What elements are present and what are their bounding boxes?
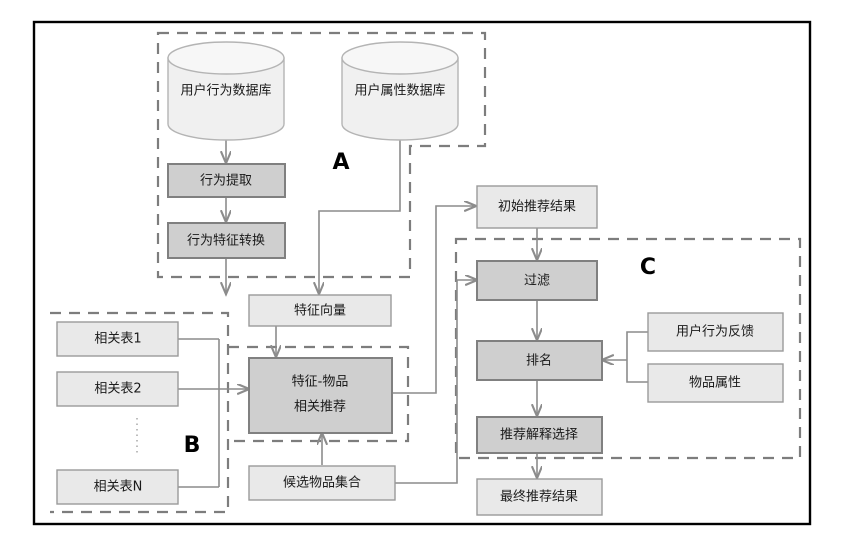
node-final-recommendation-result-label: 最终推荐结果 bbox=[500, 489, 578, 505]
database-user-behavior-label: 用户行为数据库 bbox=[180, 83, 271, 99]
connector-attribute-db-to-feature-vector bbox=[319, 137, 401, 294]
node-item-attribute[interactable]: 物品属性 bbox=[647, 363, 784, 403]
node-item-attribute-label: 物品属性 bbox=[689, 376, 741, 391]
group-b-boundary bbox=[50, 311, 230, 514]
connector-feedback-bus bbox=[626, 331, 648, 360]
group-a-tag: A bbox=[332, 150, 349, 175]
node-related-table-2[interactable]: 相关表2 bbox=[56, 371, 179, 407]
node-ranking[interactable]: 排名 bbox=[476, 340, 603, 381]
database-user-attribute-label: 用户属性数据库 bbox=[354, 83, 445, 99]
connector-item-attribute-bus bbox=[626, 360, 648, 383]
node-feature-item-recommendation-label-line1: 特征-物品 bbox=[292, 375, 349, 390]
node-recommendation-explanation-selection-label: 推荐解释选择 bbox=[500, 428, 578, 443]
node-related-table-1[interactable]: 相关表1 bbox=[56, 321, 179, 357]
node-related-table-n-label: 相关表N bbox=[94, 480, 143, 495]
connector-candidate-to-filter bbox=[395, 280, 477, 484]
database-user-attribute: 用户属性数据库 bbox=[341, 41, 459, 141]
outer-frame bbox=[32, 20, 812, 526]
node-behavior-extraction-label: 行为提取 bbox=[200, 173, 252, 189]
node-candidate-item-set[interactable]: 候选物品集合 bbox=[248, 465, 396, 501]
node-user-behavior-feedback-label: 用户行为反馈 bbox=[676, 324, 754, 340]
group-c-tag: C bbox=[640, 255, 656, 280]
node-initial-recommendation-result[interactable]: 初始推荐结果 bbox=[476, 185, 598, 229]
node-related-table-1-label: 相关表1 bbox=[94, 332, 141, 347]
node-filter[interactable]: 过滤 bbox=[476, 260, 598, 301]
node-ranking-label: 排名 bbox=[526, 353, 552, 369]
node-user-behavior-feedback[interactable]: 用户行为反馈 bbox=[647, 312, 784, 352]
node-behavior-feature-transform-label: 行为特征转换 bbox=[187, 234, 265, 249]
node-related-table-n[interactable]: 相关表N bbox=[56, 469, 179, 505]
connector-recommendation-to-initial-result bbox=[392, 206, 476, 394]
node-related-table-2-label: 相关表2 bbox=[94, 382, 141, 397]
node-filter-label: 过滤 bbox=[524, 274, 550, 289]
node-behavior-extraction[interactable]: 行为提取 bbox=[167, 163, 286, 198]
group-a-boundary bbox=[156, 31, 487, 279]
node-feature-item-recommendation-label-line2: 相关推荐 bbox=[294, 400, 346, 415]
node-initial-recommendation-result-label: 初始推荐结果 bbox=[498, 200, 576, 215]
database-user-behavior: 用户行为数据库 bbox=[167, 41, 285, 141]
group-c-boundary bbox=[454, 237, 802, 460]
node-candidate-item-set-label: 候选物品集合 bbox=[283, 475, 361, 491]
group-b-tag: B bbox=[184, 433, 201, 458]
node-final-recommendation-result[interactable]: 最终推荐结果 bbox=[476, 478, 603, 516]
node-feature-item-recommendation[interactable]: 特征-物品 相关推荐 bbox=[248, 357, 393, 434]
node-behavior-feature-transform[interactable]: 行为特征转换 bbox=[167, 222, 286, 259]
node-feature-vector[interactable]: 特征向量 bbox=[248, 294, 392, 327]
node-recommendation-explanation-selection[interactable]: 推荐解释选择 bbox=[476, 416, 603, 454]
node-feature-vector-label: 特征向量 bbox=[294, 303, 346, 319]
